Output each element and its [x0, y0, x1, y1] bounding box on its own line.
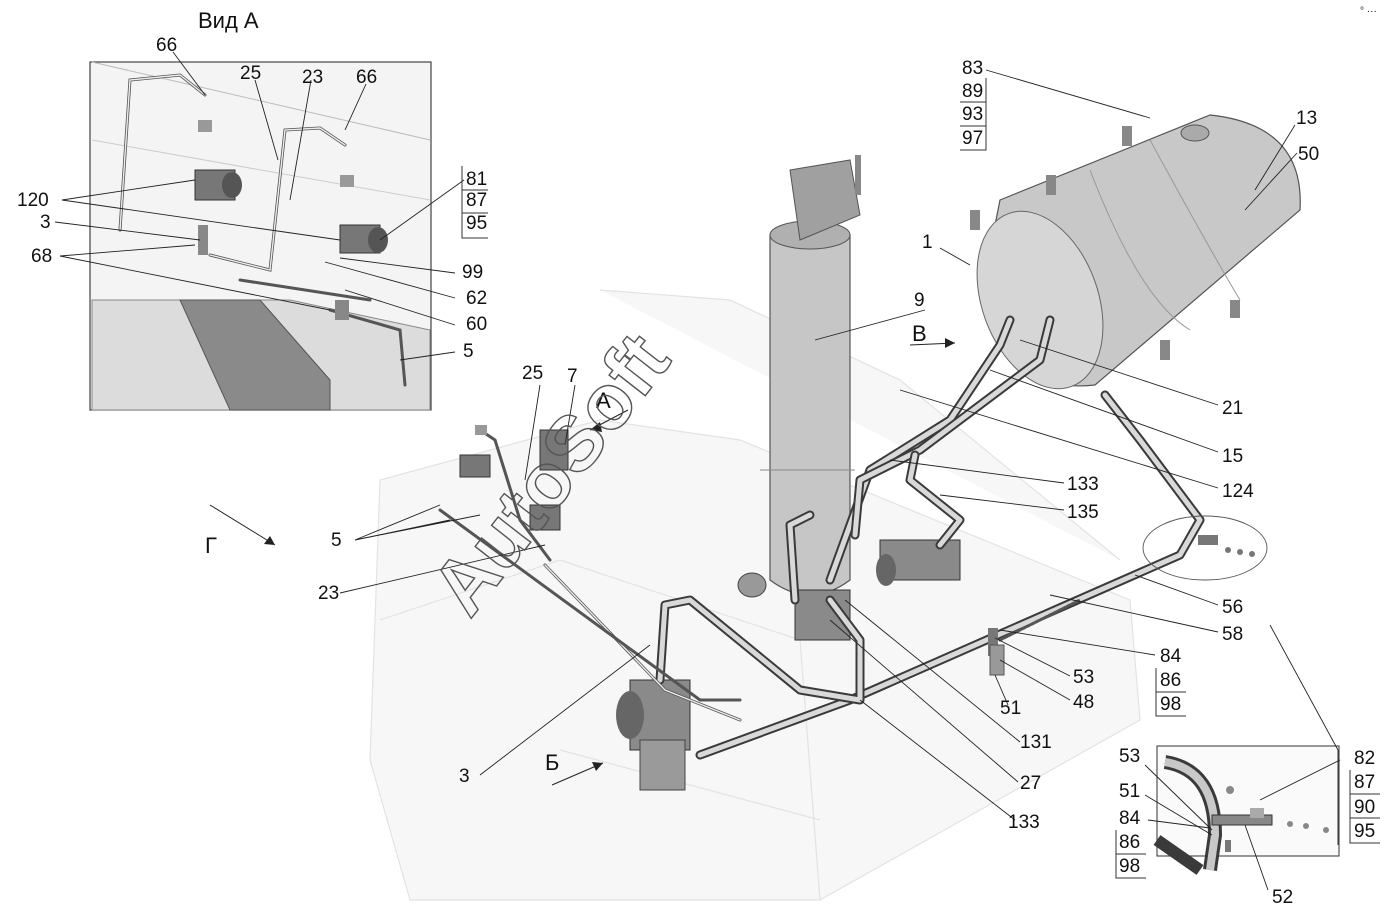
inset-b-label-53: 53 [1119, 746, 1140, 767]
oil-tank [970, 114, 1301, 390]
view-arrow-g-label: Г [205, 533, 217, 558]
label-9: 9 [914, 290, 925, 311]
label-86: 86 [1160, 670, 1181, 691]
inset-a-label-95: 95 [466, 213, 487, 234]
label-21: 21 [1222, 398, 1243, 419]
label-7: 7 [567, 366, 578, 387]
leader-lines [339, 69, 1341, 891]
inset-a-label-3: 3 [40, 212, 51, 233]
inset-a-label-66a: 66 [156, 35, 177, 56]
inset-detail-b [1153, 745, 1340, 875]
inset-b-label-84: 84 [1119, 808, 1141, 829]
pipes [438, 315, 1205, 760]
label-51: 51 [1000, 698, 1021, 719]
label-135: 135 [1067, 502, 1099, 523]
inset-view-a: Вид А 66 25 [17, 8, 488, 411]
view-arrow-b-label: Б [545, 750, 559, 775]
label-53: 53 [1073, 667, 1094, 688]
inset-a-label-62: 62 [466, 288, 487, 309]
inset-a-label-66b: 66 [356, 67, 377, 88]
label-58: 58 [1222, 624, 1243, 645]
label-131: 131 [1020, 732, 1052, 753]
inset-b-label-95: 95 [1354, 821, 1375, 842]
inset-b-label-98: 98 [1119, 856, 1140, 877]
inset-a-label-68: 68 [31, 246, 52, 267]
view-a-title: Вид А [198, 8, 259, 33]
top-right-mark: ° ··· [1360, 6, 1377, 17]
main-labels: 83 89 93 97 13 50 1 9 21 15 124 133 135 … [318, 58, 1319, 833]
detail-circle [1142, 515, 1268, 581]
label-89: 89 [962, 81, 983, 102]
label-98: 98 [1160, 694, 1181, 715]
inset-b-label-52: 52 [1272, 887, 1293, 908]
inset-b-label-87: 87 [1354, 772, 1375, 793]
inset-b-label-51: 51 [1119, 781, 1140, 802]
inset-a-label-5: 5 [463, 341, 474, 362]
inset-b-label-86: 86 [1119, 832, 1140, 853]
bracket-parts [988, 535, 1255, 676]
label-133a: 133 [1067, 474, 1099, 495]
label-50: 50 [1298, 144, 1319, 165]
label-5: 5 [331, 530, 342, 551]
label-27: 27 [1020, 773, 1041, 794]
label-83: 83 [962, 58, 983, 79]
label-3: 3 [459, 766, 470, 787]
label-124: 124 [1222, 481, 1254, 502]
pump-assembly [616, 539, 961, 791]
inset-a-label-81: 81 [466, 169, 487, 190]
inset-b-label-90: 90 [1354, 797, 1375, 818]
inset-a-label-60: 60 [466, 314, 487, 335]
inset-a-label-87: 87 [466, 190, 487, 211]
inset-a-beam-dark [179, 299, 331, 411]
label-23: 23 [318, 583, 339, 604]
inset-a-label-99: 99 [462, 262, 483, 283]
valve-parts [459, 425, 569, 531]
hydraulic-cylinder [737, 155, 861, 598]
view-arrow-v-label: В [912, 321, 927, 346]
label-15: 15 [1222, 446, 1243, 467]
view-arrows: А В Г Б [205, 321, 956, 786]
inset-a-label-23: 23 [302, 67, 323, 88]
label-133b: 133 [1008, 812, 1040, 833]
label-13: 13 [1296, 108, 1317, 129]
inset-a-label-120: 120 [17, 190, 49, 211]
label-93: 93 [962, 104, 983, 125]
label-56: 56 [1222, 597, 1243, 618]
label-1: 1 [922, 232, 933, 253]
inset-a-label-25: 25 [240, 63, 261, 84]
label-84: 84 [1160, 646, 1182, 667]
inset-b-label-82: 82 [1354, 748, 1375, 769]
label-25: 25 [522, 363, 543, 384]
view-arrow-a-label: А [596, 388, 611, 413]
inset-b-labels: 53 51 84 86 98 82 87 90 95 52 [1115, 746, 1380, 908]
label-97: 97 [962, 128, 983, 149]
label-48: 48 [1073, 692, 1094, 713]
